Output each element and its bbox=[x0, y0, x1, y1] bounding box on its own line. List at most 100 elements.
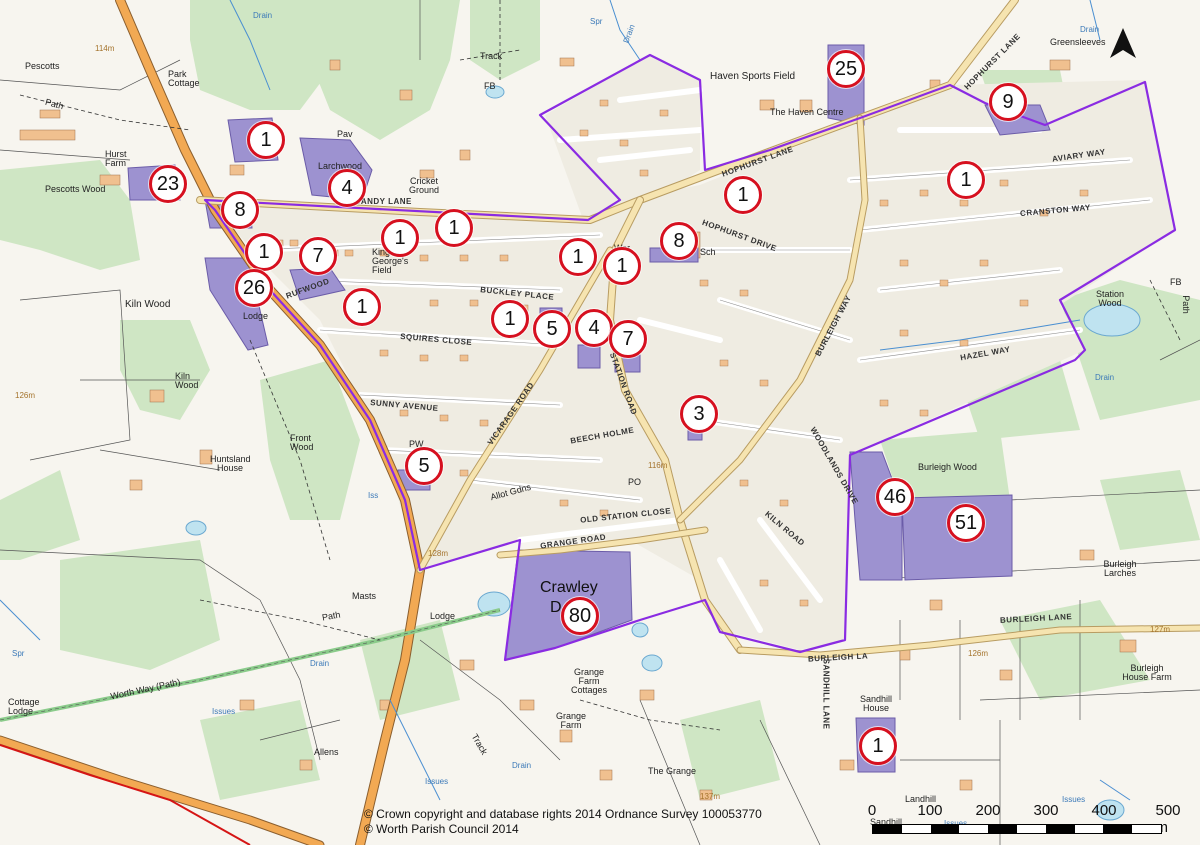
site-marker[interactable]: 4 bbox=[575, 309, 613, 347]
site-marker[interactable]: 5 bbox=[405, 447, 443, 485]
settlement-boundary bbox=[203, 53, 1177, 662]
site-marker[interactable]: 51 bbox=[947, 504, 985, 542]
woodland-areas bbox=[0, 0, 1200, 800]
railway-line bbox=[0, 744, 251, 845]
label-kiln-wood-small: Kiln Wood bbox=[175, 371, 199, 390]
label-larchwood: Larchwood bbox=[318, 161, 363, 171]
label-fb-e: FB bbox=[1170, 277, 1182, 287]
label-height-126m-e: 126m bbox=[968, 649, 989, 658]
label-sandhill-house: Sandhill House bbox=[859, 694, 893, 713]
site-marker[interactable]: 1 bbox=[491, 300, 529, 338]
site-marker[interactable]: 1 bbox=[435, 209, 473, 247]
site-marker[interactable]: 8 bbox=[660, 222, 698, 260]
label-station-wood: Station Wood bbox=[1095, 289, 1125, 308]
label-iss: Iss bbox=[368, 491, 379, 500]
site-marker[interactable]: 5 bbox=[533, 310, 571, 348]
site-marker[interactable]: 80 bbox=[561, 597, 599, 635]
site-marker[interactable]: 3 bbox=[680, 395, 718, 433]
label-cricket-ground: Cricket Ground bbox=[408, 176, 440, 195]
site-marker[interactable]: 46 bbox=[876, 478, 914, 516]
site-marker[interactable]: 1 bbox=[724, 176, 762, 214]
site-marker[interactable]: 1 bbox=[343, 288, 381, 326]
copyright-line-2: © Worth Parish Council 2014 bbox=[364, 822, 519, 836]
site-marker[interactable]: 7 bbox=[299, 237, 337, 275]
site-marker[interactable]: 26 bbox=[235, 269, 273, 307]
streams bbox=[0, 0, 1131, 801]
label-huntsland-house: Huntsland House bbox=[210, 454, 251, 473]
label-issues-1: Issues bbox=[212, 707, 236, 716]
scale-label: 300 bbox=[1033, 802, 1059, 819]
label-king-georges-field: King George's Field bbox=[372, 247, 409, 275]
label-pav: Pav bbox=[337, 129, 353, 139]
label-height-114m: 114m bbox=[95, 44, 115, 53]
copyright-line-1: © Crown copyright and database rights 20… bbox=[364, 807, 762, 821]
label-issues-4: Issues bbox=[944, 819, 968, 828]
label-crawley-down-1: Crawley bbox=[540, 579, 598, 596]
label-hurst-farm: Hurst Farm bbox=[105, 149, 127, 168]
label-lodge-w: Lodge bbox=[243, 311, 269, 321]
site-marker[interactable]: 1 bbox=[247, 121, 285, 159]
label-masts: Masts bbox=[352, 591, 377, 601]
site-marker[interactable]: 1 bbox=[559, 238, 597, 276]
label-height-116m: 116m bbox=[648, 461, 668, 470]
site-marker[interactable]: 7 bbox=[609, 320, 647, 358]
label-spr-w: Spr bbox=[12, 649, 25, 658]
footpaths bbox=[19, 0, 1181, 731]
label-grange-farm: Grange Farm bbox=[555, 711, 587, 730]
buildings bbox=[19, 57, 1137, 801]
label-height-127m: 127m bbox=[1150, 625, 1171, 634]
label-po: PO bbox=[628, 477, 642, 487]
site-marker[interactable]: 1 bbox=[245, 233, 283, 271]
label-drain-ne: Drain bbox=[1080, 25, 1100, 34]
label-fb-n: FB bbox=[484, 81, 496, 91]
label-sandhill: Sandhill bbox=[870, 817, 903, 827]
copyright-notice: © Crown copyright and database rights 20… bbox=[364, 807, 762, 837]
label-drain-s: Drain bbox=[512, 761, 532, 770]
label-burleigh-larches: Burleigh Larches bbox=[1103, 559, 1137, 578]
scale-label: 100 bbox=[917, 802, 943, 819]
label-pw: PW bbox=[409, 439, 424, 449]
scale-bar: 0 100 200 300 400 500 m bbox=[862, 802, 1192, 842]
label-pescotts-wood: Pescotts Wood bbox=[45, 184, 106, 194]
label-burleigh-wood: Burleigh Wood bbox=[918, 462, 977, 472]
water-features bbox=[185, 85, 1141, 821]
label-sch: Sch bbox=[700, 247, 716, 257]
site-marker[interactable]: 1 bbox=[381, 219, 419, 257]
label-height-126m: 126m bbox=[15, 391, 36, 400]
scale-label: 200 bbox=[975, 802, 1001, 819]
label-the-grange: The Grange bbox=[648, 766, 697, 776]
label-drain-w: Drain bbox=[310, 659, 330, 668]
label-haven-sports-field: Haven Sports Field bbox=[710, 71, 796, 82]
site-marker[interactable]: 4 bbox=[328, 169, 366, 207]
worth-way bbox=[0, 608, 501, 722]
label-path-e: Path bbox=[1180, 295, 1191, 314]
scale-bar-segments bbox=[872, 824, 1162, 834]
label-kiln-wood: Kiln Wood bbox=[125, 299, 171, 310]
label-the-haven-centre: The Haven Centre bbox=[770, 107, 844, 117]
label-grange-farm-cottages: Grange Farm Cottages bbox=[570, 667, 608, 695]
site-marker[interactable]: 1 bbox=[947, 161, 985, 199]
label-cottage-lodge: Cottage Lodge bbox=[8, 697, 40, 716]
label-landhill: Landhill bbox=[905, 794, 937, 804]
label-sandy-lane: SANDY LANE bbox=[355, 197, 412, 206]
label-issues-3: Issues bbox=[1062, 795, 1086, 804]
site-marker[interactable]: 9 bbox=[989, 83, 1027, 121]
scale-label: 400 bbox=[1091, 802, 1117, 819]
label-greensleeves: Greensleeves bbox=[1050, 37, 1106, 47]
site-marker[interactable]: 23 bbox=[149, 165, 187, 203]
label-allens: Allens bbox=[314, 747, 339, 757]
north-arrow-icon bbox=[1110, 28, 1136, 58]
label-park-cottage: Park Cottage bbox=[168, 69, 200, 88]
site-marker[interactable]: 8 bbox=[221, 191, 259, 229]
minor-road-casings bbox=[249, 159, 1151, 501]
site-marker[interactable]: 1 bbox=[859, 727, 897, 765]
site-marker[interactable]: 25 bbox=[827, 50, 865, 88]
label-pescotts: Pescotts bbox=[25, 61, 60, 71]
label-front-wood: Front Wood bbox=[290, 433, 314, 452]
site-marker[interactable]: 1 bbox=[603, 247, 641, 285]
label-drain-e: Drain bbox=[1095, 373, 1115, 382]
label-sandhill-lane: SANDHILL LANE bbox=[821, 658, 831, 730]
label-height-137m: 137m bbox=[700, 792, 721, 801]
